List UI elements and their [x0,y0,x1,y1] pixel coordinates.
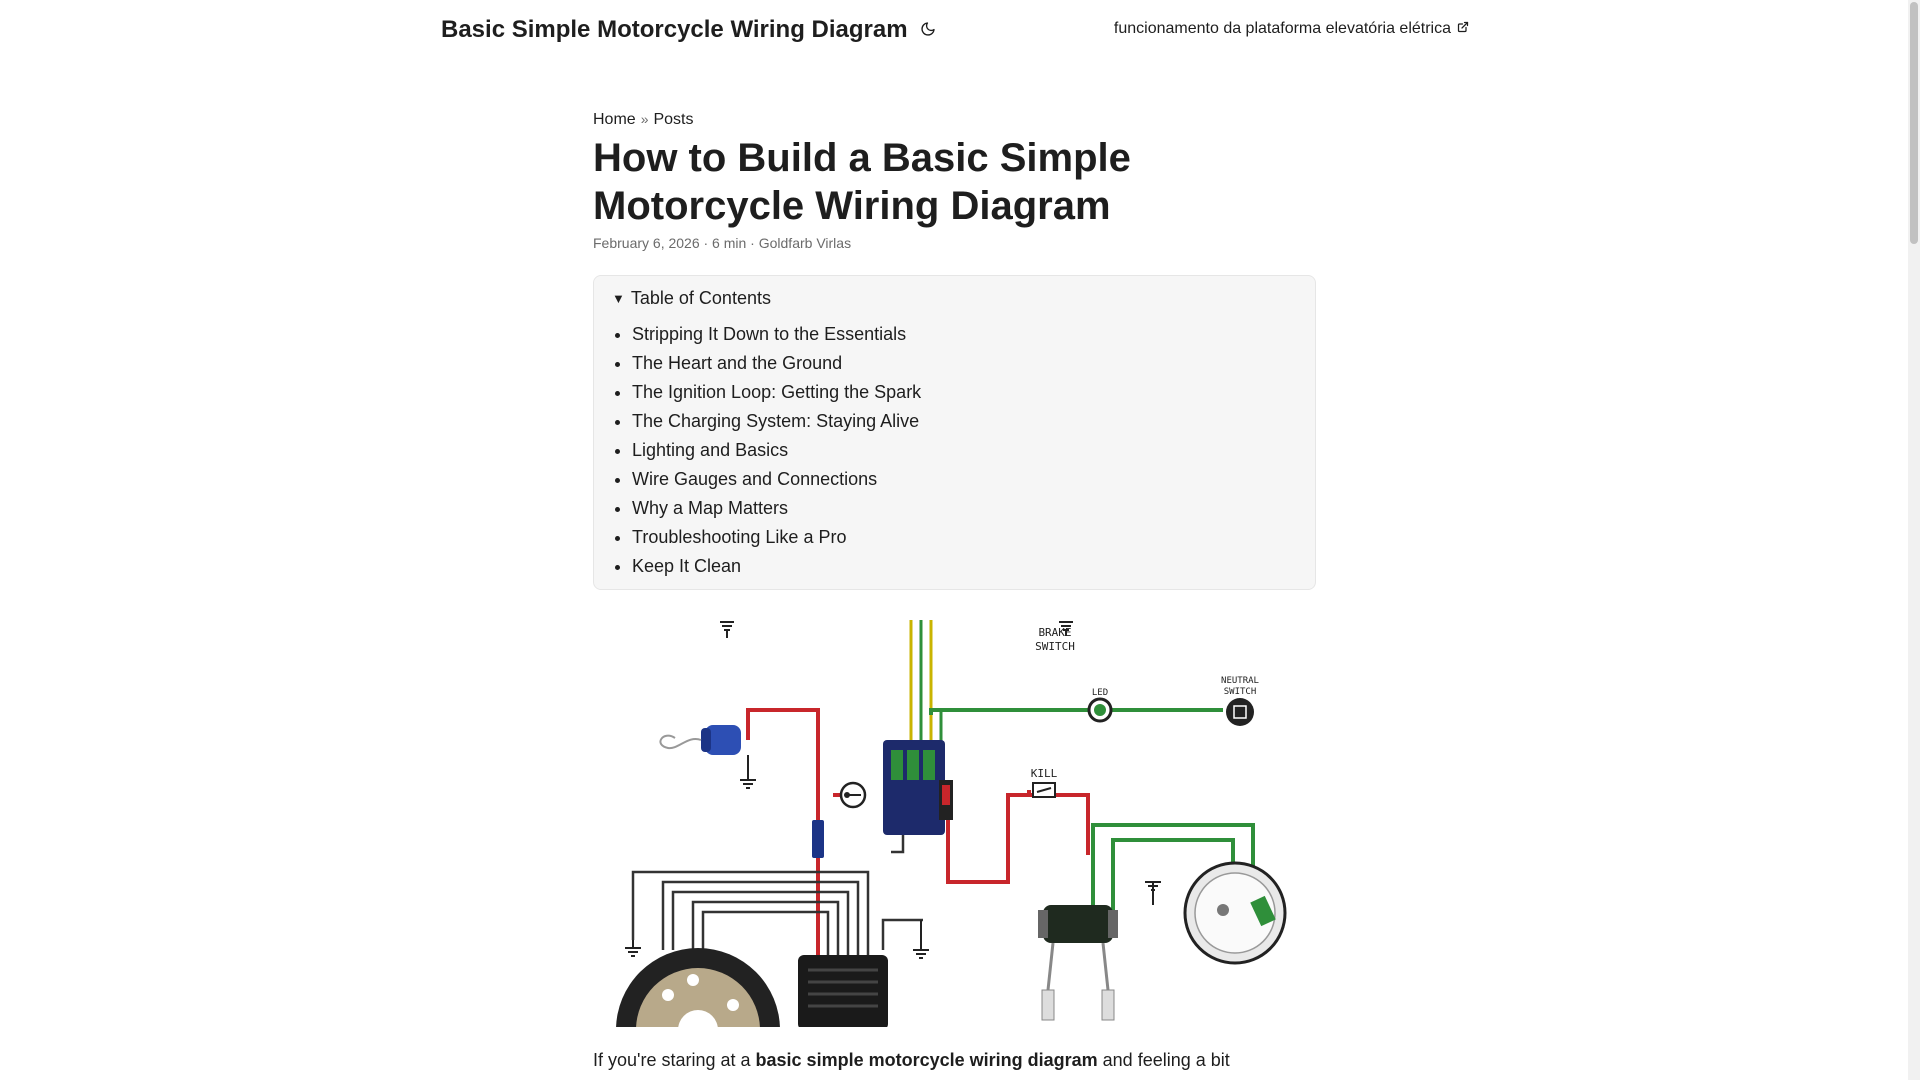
label-led: LED [1092,688,1108,698]
toc-list: Stripping It Down to the Essentials The … [632,320,921,581]
ground-symbol [1059,621,1073,636]
regulator-graphic [798,955,888,1027]
toc-summary-label: Table of Contents [630,288,771,308]
intro-bold: basic simple motorcycle wiring diagram [755,1050,1098,1070]
breadcrumb-home[interactable]: Home [593,111,636,128]
led-graphic [1087,697,1113,723]
neutral-switch-graphic [1226,698,1254,726]
stator-graphic [1183,861,1287,965]
toc-item: The Ignition Loop: Getting the Spark [632,378,921,407]
toc-link[interactable]: The Heart and the Ground [632,353,843,373]
toc-item: Lighting and Basics [632,436,921,465]
toc-item: Why a Map Matters [632,494,921,523]
intro-paragraph: If you're staring at a basic simple moto… [593,1050,1316,1071]
scrollbar-thumb[interactable] [1910,2,1918,244]
ground-symbol [913,920,929,959]
toc-link[interactable]: Lighting and Basics [632,440,789,460]
signal-wires [929,708,1255,925]
label-kill: KILL [1031,767,1058,780]
wiring-diagram-svg: BRAKE SWITCH LED NEUTRAL SWITCH KILL [616,620,1287,1027]
label-neutral: NEUTRAL [1221,676,1259,686]
breadcrumb-posts[interactable]: Posts [653,111,694,128]
harness-wires [909,620,943,750]
label-brake: BRAKE [1038,626,1071,639]
toc-item: The Charging System: Staying Alive [632,407,921,436]
toc-link[interactable]: The Ignition Loop: Getting the Spark [632,382,922,402]
triangle-down-icon: ▼ [612,291,625,306]
toc-link[interactable]: Stripping It Down to the Essentials [632,324,907,344]
toc-link[interactable]: Why a Map Matters [632,498,789,518]
ground-wires [631,810,923,960]
fuse-graphic [812,820,824,858]
ground-symbol [625,940,641,957]
site-header: Basic Simple Motorcycle Wiring Diagram f… [0,0,1908,60]
external-nav-link[interactable]: funcionamento da plataforma elevatória e… [1114,20,1469,38]
breadcrumb: Home » Posts [593,111,694,129]
external-nav-label: funcionamento da plataforma elevatória e… [1113,20,1451,37]
breadcrumb-separator: » [640,111,649,127]
post-meta: February 6, 2026 · 6 min · Goldfarb Virl… [593,235,852,251]
table-of-contents: ▼ Table of Contents Stripping It Down to… [593,275,1316,590]
toc-item: Keep It Clean [632,552,921,581]
site-title-link[interactable]: Basic Simple Motorcycle Wiring Diagram [441,16,908,43]
toc-link[interactable]: The Charging System: Staying Alive [632,411,920,431]
wiring-diagram-image: BRAKE SWITCH LED NEUTRAL SWITCH KILL [593,620,1316,1027]
intro-tail: and feeling a bit [1097,1050,1230,1070]
toc-item: Troubleshooting Like a Pro [632,523,921,552]
ground-symbol [1145,881,1161,905]
vertical-scrollbar[interactable] [1908,0,1920,1080]
toc-toggle[interactable]: ▼ Table of Contents [612,288,771,309]
key-switch-graphic [839,781,867,809]
ground-symbol [720,621,734,638]
moon-icon[interactable] [918,19,938,39]
fuse-box-graphic [883,740,953,835]
external-link-icon [1457,20,1469,38]
toc-item: The Heart and the Ground [632,349,921,378]
flywheel-graphic [616,948,780,1027]
kill-switch-graphic [1032,782,1056,798]
intro-lead: If you're staring at a [593,1050,756,1070]
toc-link[interactable]: Wire Gauges and Connections [632,469,878,489]
post-title: How to Build a Basic Simple Motorcycle W… [593,136,1131,228]
toc-link[interactable]: Troubleshooting Like a Pro [632,527,847,547]
toc-item: Wire Gauges and Connections [632,465,921,494]
cdi-graphic [1038,905,1118,1021]
label-neutral-switch: SWITCH [1224,687,1257,697]
ignition-coil-graphic [659,725,756,789]
toc-item: Stripping It Down to the Essentials [632,320,921,349]
toc-link[interactable]: Keep It Clean [632,556,742,576]
label-brake-switch: SWITCH [1035,640,1075,653]
